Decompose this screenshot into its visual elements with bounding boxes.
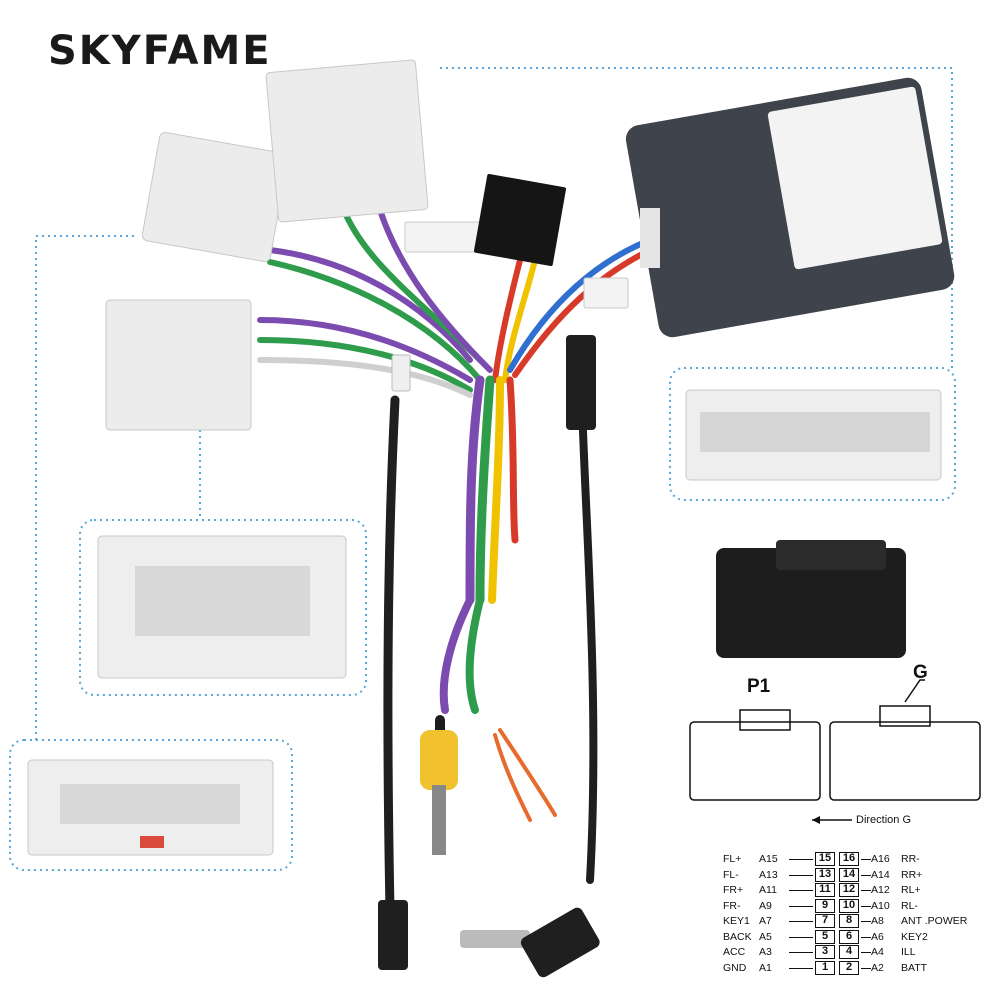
pin-left-name: FL- bbox=[723, 868, 739, 881]
pin-left-leader bbox=[789, 890, 813, 891]
pin-right-code: A10 bbox=[871, 899, 890, 912]
pin-left-name: FL+ bbox=[723, 853, 742, 865]
pin-left-name: BACK bbox=[723, 930, 752, 943]
pin-right-number: 2 bbox=[839, 960, 859, 975]
pin-right-number: 6 bbox=[839, 929, 859, 944]
canbus-box bbox=[625, 77, 955, 338]
pin-left-number: 13 bbox=[815, 867, 835, 882]
pin-right-leader bbox=[861, 936, 871, 938]
plug-line-diagram bbox=[689, 679, 981, 801]
pin-left-leader bbox=[789, 874, 813, 876]
usb-plug bbox=[378, 900, 408, 970]
pin-left-code: A15 bbox=[759, 853, 778, 865]
pin-right-number: 10 bbox=[839, 898, 859, 913]
direction-arrow bbox=[812, 816, 852, 824]
pin-right-leader bbox=[861, 905, 871, 907]
pin-left-code: A7 bbox=[759, 915, 772, 927]
pin-left-number: 11 bbox=[815, 883, 835, 897]
pin-left-leader bbox=[789, 952, 813, 953]
pin-right-leader bbox=[861, 890, 871, 891]
direction-label: Direction G bbox=[856, 814, 912, 826]
pin-right-leader bbox=[861, 859, 871, 860]
pin-right-code: A14 bbox=[871, 868, 890, 881]
pin-left-code: A5 bbox=[759, 930, 772, 943]
pin-right-number: 8 bbox=[839, 914, 859, 928]
pin-row: FR- A9 9 10 A10 RL- bbox=[723, 898, 993, 913]
pin-right-leader bbox=[861, 952, 871, 953]
pin-left-code: A1 bbox=[759, 961, 772, 974]
pin-left-code: A9 bbox=[759, 899, 772, 912]
rca-plug bbox=[420, 730, 458, 855]
pin-row: FR+ A11 11 12 A12 RL+ bbox=[723, 883, 993, 897]
pin-left-name: GND bbox=[723, 961, 747, 974]
pin-right-leader bbox=[861, 967, 871, 969]
pin-left-code: A13 bbox=[759, 868, 778, 881]
pin-right-code: A6 bbox=[871, 930, 884, 943]
pin-row: FL+ A15 15 16 A16 RR- bbox=[723, 852, 993, 866]
pin-left-number: 15 bbox=[815, 852, 835, 866]
pin-left-name: KEY1 bbox=[723, 915, 750, 927]
pin-right-leader bbox=[861, 874, 871, 876]
pin-left-number: 1 bbox=[815, 960, 835, 975]
pin-right-name: ANT .POWER bbox=[901, 915, 968, 927]
pin-right-leader bbox=[861, 921, 871, 922]
wire-harness bbox=[257, 197, 653, 915]
pin-left-name: FR+ bbox=[723, 884, 744, 896]
pin-left-name: FR- bbox=[723, 899, 741, 912]
pin-left-code: A11 bbox=[759, 884, 777, 896]
pin-right-number: 16 bbox=[839, 852, 859, 866]
pin-right-code: A4 bbox=[871, 946, 884, 958]
pin-right-name: RL+ bbox=[901, 884, 921, 896]
pin-right-name: RL- bbox=[901, 899, 918, 912]
g-label: G bbox=[913, 662, 928, 683]
antenna-plug bbox=[460, 907, 600, 978]
pin-right-number: 14 bbox=[839, 867, 859, 882]
pin-left-number: 7 bbox=[815, 914, 835, 928]
pin-left-code: A3 bbox=[759, 946, 772, 958]
black-16pin-connector bbox=[716, 540, 906, 658]
connector-white-top bbox=[105, 59, 629, 431]
pin-right-code: A2 bbox=[871, 961, 884, 974]
pin-right-name: RR+ bbox=[901, 868, 923, 881]
pin-right-name: ILL bbox=[901, 946, 916, 958]
pin-right-number: 12 bbox=[839, 883, 859, 897]
connector-closeup-bottom bbox=[27, 759, 274, 856]
pin-right-name: KEY2 bbox=[901, 930, 928, 943]
pin-left-number: 5 bbox=[815, 929, 835, 944]
pin-row: FL- A13 13 14 A14 RR+ bbox=[723, 867, 993, 882]
pin-left-leader bbox=[789, 859, 813, 860]
connector-closeup-middle bbox=[97, 535, 347, 679]
pin-left-leader bbox=[789, 905, 813, 907]
pin-left-leader bbox=[789, 967, 813, 969]
pin-left-number: 3 bbox=[815, 945, 835, 959]
pin-left-leader bbox=[789, 936, 813, 938]
p1-label: P1 bbox=[747, 676, 771, 697]
pin-right-number: 4 bbox=[839, 945, 859, 959]
pin-left-name: ACC bbox=[723, 946, 746, 958]
pin-right-name: RR- bbox=[901, 853, 920, 865]
connector-closeup-right bbox=[685, 389, 942, 481]
brand-logo-text: SKYFAME bbox=[48, 28, 272, 74]
pin-right-name: BATT bbox=[901, 961, 928, 974]
small-connector-top bbox=[391, 335, 596, 430]
pin-right-code: A16 bbox=[871, 853, 890, 865]
pin-left-leader bbox=[789, 921, 813, 922]
pin-right-code: A8 bbox=[871, 915, 884, 927]
pin-left-number: 9 bbox=[815, 898, 835, 913]
pin-right-code: A12 bbox=[871, 884, 890, 896]
